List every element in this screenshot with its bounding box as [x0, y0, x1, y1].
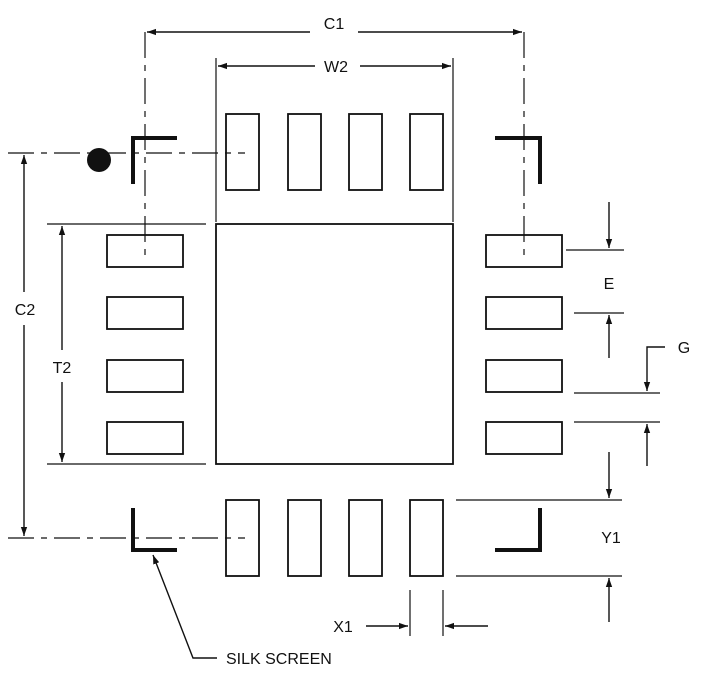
- exposed-center-pad: [215, 223, 454, 465]
- bottom-pads: [225, 499, 444, 577]
- silk-screen-marks: [131, 136, 542, 552]
- top-pad-1: [225, 113, 260, 191]
- right-pad-2: [485, 296, 563, 330]
- top-pad-3: [348, 113, 383, 191]
- c2-label: C2: [15, 302, 36, 319]
- silk-corner-bottom-left: [131, 508, 177, 552]
- silk-corner-top-right: [495, 136, 542, 184]
- bottom-pad-4: [409, 499, 444, 577]
- left-pad-2: [106, 296, 184, 330]
- bottom-pad-2: [287, 499, 322, 577]
- top-pad-2: [287, 113, 322, 191]
- g-label: G: [678, 340, 690, 357]
- top-pad-4: [409, 113, 444, 191]
- pin-one-indicator-dot: [87, 148, 111, 172]
- e-label: E: [604, 276, 615, 293]
- left-pads: [106, 234, 184, 455]
- left-pad-3: [106, 359, 184, 393]
- t2-label: T2: [53, 360, 72, 377]
- bottom-pad-3: [348, 499, 383, 577]
- left-pad-4: [106, 421, 184, 455]
- y1-label: Y1: [601, 530, 621, 547]
- silk-corner-top-left: [131, 136, 177, 184]
- right-pad-3: [485, 359, 563, 393]
- silk-corner-bottom-right: [495, 508, 542, 552]
- silk-screen-leader: [152, 554, 217, 659]
- top-pads: [225, 113, 444, 191]
- c1-label: C1: [324, 16, 345, 33]
- right-pad-4: [485, 421, 563, 455]
- silk-screen-label: SILK SCREEN: [226, 651, 332, 668]
- g-arrow-top: [643, 346, 665, 391]
- w2-label: W2: [324, 59, 348, 76]
- x1-label: X1: [333, 619, 353, 636]
- right-pads: [485, 234, 563, 455]
